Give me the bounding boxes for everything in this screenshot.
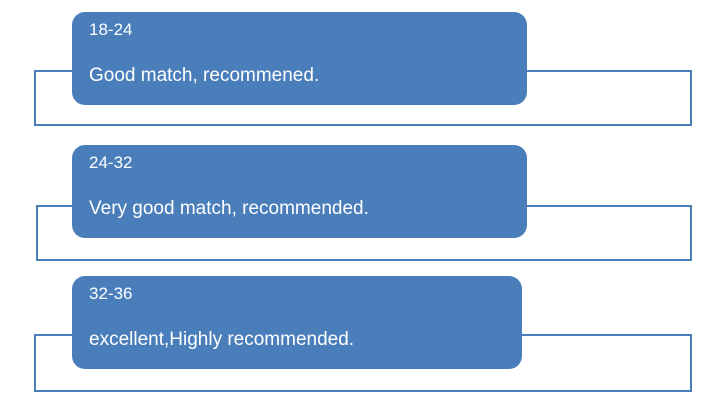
callout-group-2: 24-32 Very good match, recommended. [0,134,720,268]
callout-range-label-3: 32-36 [89,284,133,303]
callout-description-2: Very good match, recommended. [89,198,369,219]
callout-range-label-2: 24-32 [89,153,133,172]
callout-box-1[interactable]: 18-24 Good match, recommened. [72,12,527,105]
callout-description-1: Good match, recommened. [89,65,320,86]
callout-description-3: excellent,Highly recommended. [89,329,355,350]
callout-box-3[interactable]: 32-36 excellent,Highly recommended. [72,276,522,369]
callout-group-1: 18-24 Good match, recommened. [0,0,720,134]
callout-group-3: 32-36 excellent,Highly recommended. [0,268,720,402]
callout-box-2[interactable]: 24-32 Very good match, recommended. [72,145,527,238]
callout-range-label-1: 18-24 [89,20,133,39]
